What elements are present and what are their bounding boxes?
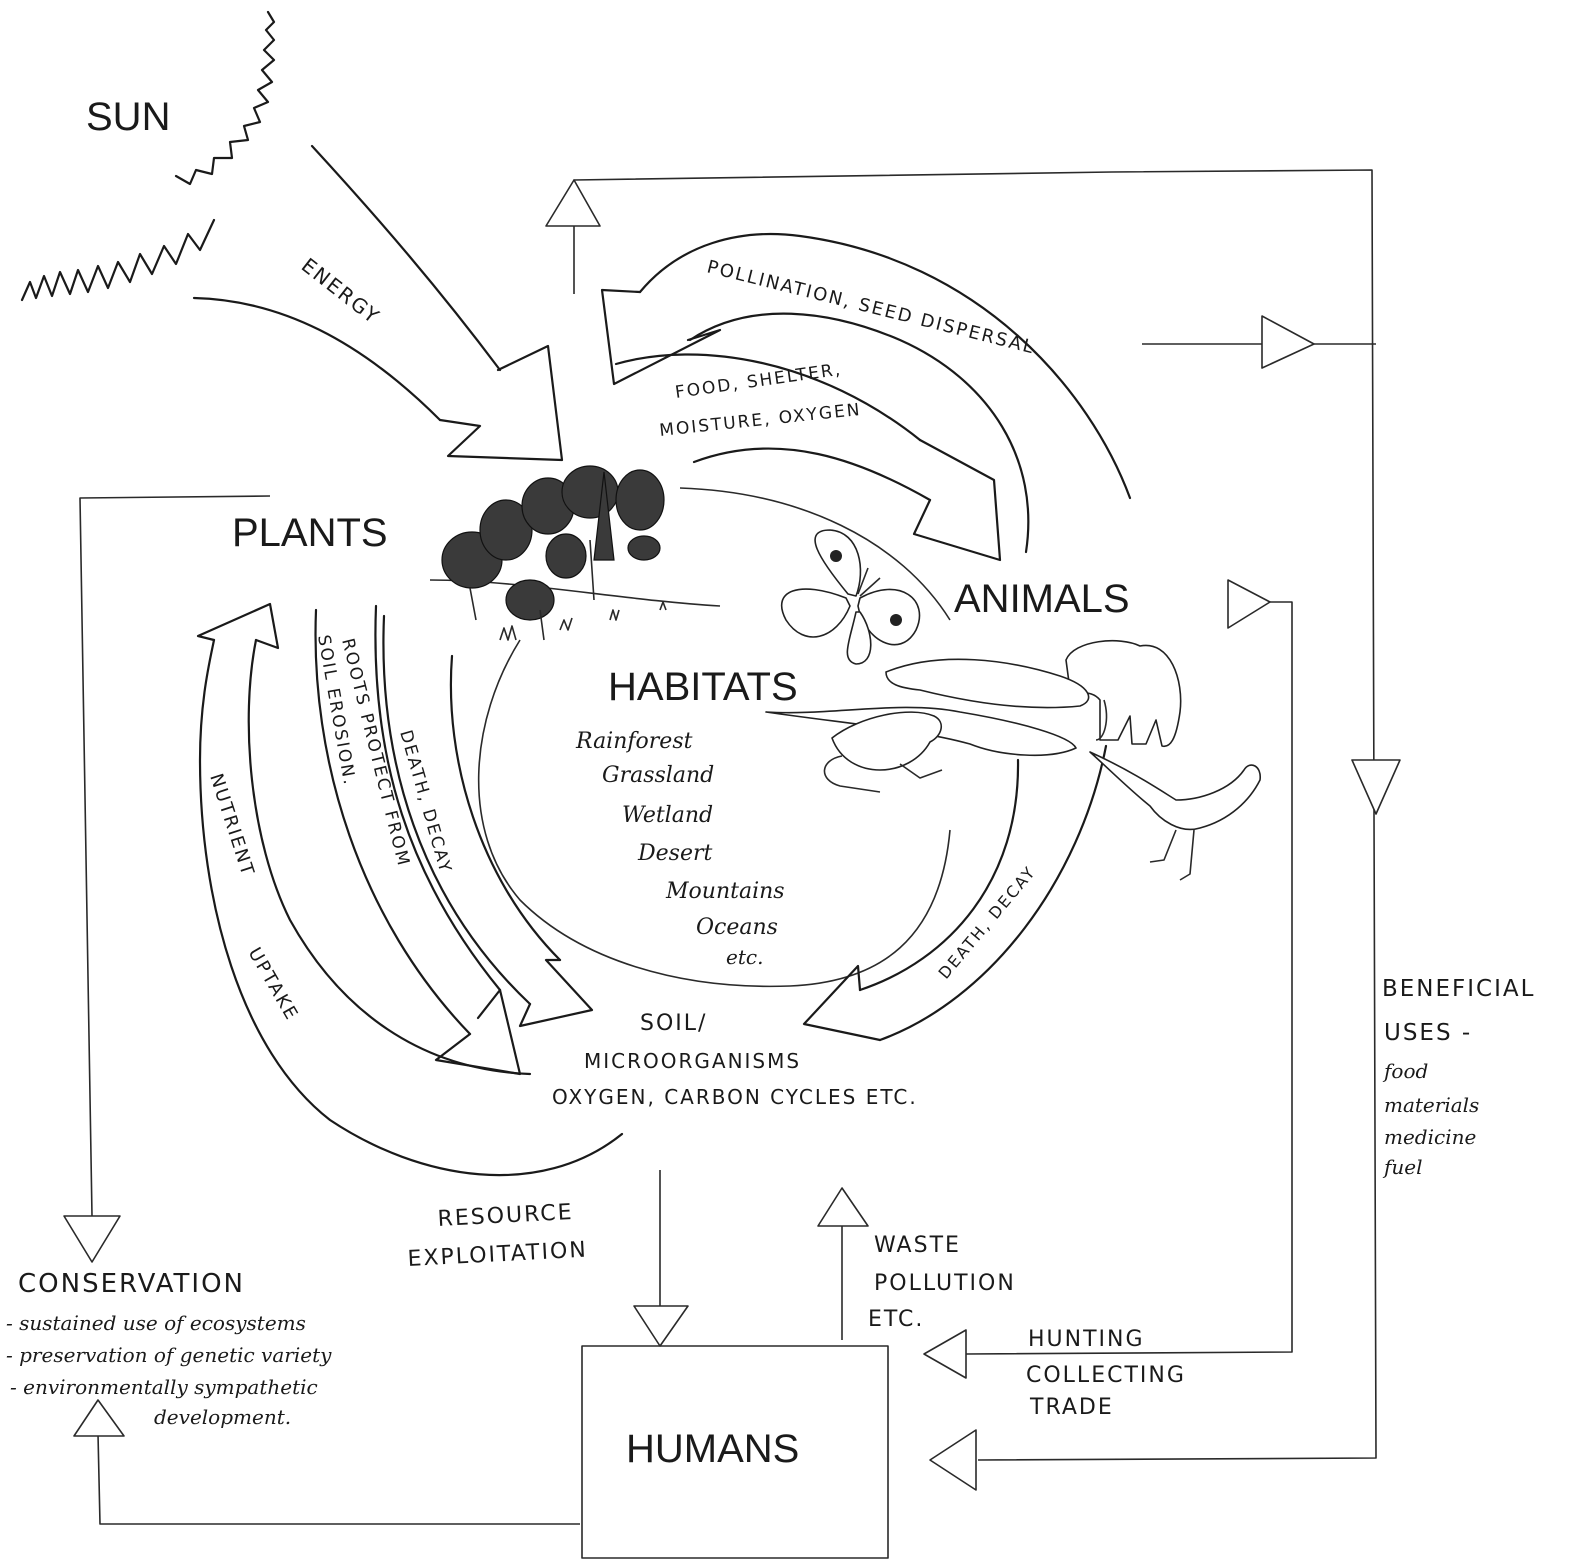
arrow-down-triangle — [1352, 760, 1400, 814]
svg-text:POLLUTION: POLLUTION — [874, 1271, 1016, 1296]
habitat-item: etc. — [726, 945, 763, 969]
humans-label: HUMANS — [626, 1427, 799, 1471]
beneficial-item: materials — [1384, 1093, 1479, 1117]
trees-illustration — [430, 466, 720, 640]
nutrient-label: NUTRIENT — [205, 771, 258, 880]
svg-text:WASTE: WASTE — [874, 1233, 961, 1258]
frog-illustration — [824, 712, 942, 792]
food-shelter-label: FOOD, SHELTER, MOISTURE, OXYGEN — [658, 360, 862, 441]
habitat-item: Grassland — [602, 763, 714, 788]
arrow-right-triangle — [1262, 316, 1314, 368]
beneficial-uses-label: BENEFICIAL USES - food materials medicin… — [1382, 976, 1535, 1179]
conservation-label-group: CONSERVATION - sustained use of ecosyste… — [6, 1269, 332, 1429]
conservation-item: - environmentally sympathetic — [10, 1375, 318, 1399]
conservation-item: - sustained use of ecosystems — [6, 1311, 306, 1335]
uptake-label: UPTAKE — [244, 944, 303, 1025]
soil-label: SOIL/ MICROORGANISMS OXYGEN, CARBON CYCL… — [552, 1011, 918, 1109]
hunting-label: HUNTING COLLECTING TRADE — [1026, 1327, 1186, 1420]
svg-text:POLLINATION, SEED DISPERSAL: POLLINATION, SEED DISPERSAL — [705, 256, 1037, 358]
sun-rays — [22, 12, 274, 300]
animals-label: ANIMALS — [954, 577, 1130, 621]
habitat-item: Oceans — [696, 915, 778, 940]
svg-text:OXYGEN, CARBON CYCLES ETC.: OXYGEN, CARBON CYCLES ETC. — [552, 1085, 918, 1109]
energy-arrow — [194, 146, 562, 460]
pollination-label: POLLINATION, SEED DISPERSAL — [705, 256, 1037, 358]
habitats-label: HABITATS — [608, 665, 798, 709]
habitat-item: Mountains — [665, 879, 785, 904]
arrow-up-triangle — [546, 180, 600, 226]
arrow-up-triangle-conservation — [74, 1400, 124, 1436]
beneficial-item: food — [1382, 1059, 1428, 1083]
sun-label: SUN — [86, 95, 170, 139]
svg-text:MOISTURE, OXYGEN: MOISTURE, OXYGEN — [658, 400, 862, 441]
habitat-item: Desert — [637, 841, 712, 866]
svg-text:FOOD, SHELTER,: FOOD, SHELTER, — [674, 360, 843, 403]
death-decay-right-arrow — [804, 746, 1106, 1040]
habitat-item: Rainforest — [575, 729, 693, 754]
conservation-item: development. — [154, 1405, 291, 1429]
waste-pollution-label: WASTE POLLUTION ETC. — [868, 1233, 1016, 1332]
death-decay-right-label: DEATH, DECAY — [935, 862, 1040, 982]
waste-arrow — [818, 1188, 868, 1340]
arrow-down-triangle-conservation — [64, 1216, 120, 1262]
svg-text:HUNTING: HUNTING — [1028, 1327, 1145, 1352]
svg-text:ETC.: ETC. — [868, 1307, 924, 1332]
butterfly-illustration — [782, 530, 920, 664]
arrow-right-triangle-animals — [1228, 580, 1270, 628]
conservation-item: - preservation of genetic variety — [6, 1343, 332, 1367]
arrow-left-triangle-hunting — [924, 1330, 966, 1378]
svg-text:RESOURCE: RESOURCE — [437, 1200, 574, 1232]
svg-text:MICROORGANISMS: MICROORGANISMS — [584, 1049, 801, 1073]
svg-text:BENEFICIAL: BENEFICIAL — [1382, 976, 1535, 1002]
svg-text:SOIL/: SOIL/ — [640, 1011, 707, 1036]
resource-exploitation-label: RESOURCE EXPLOITATION — [407, 1200, 588, 1272]
roots-protect-label: ROOTS PROTECT FROM SOIL EROSION. — [313, 633, 413, 869]
svg-text:USES -: USES - — [1384, 1020, 1472, 1046]
bird-illustration — [1090, 752, 1260, 880]
svg-text:TRADE: TRADE — [1029, 1395, 1114, 1420]
beneficial-item: medicine — [1384, 1125, 1476, 1149]
conservation-label: CONSERVATION — [18, 1269, 245, 1299]
habitat-list: Rainforest Grassland Wetland Desert Moun… — [575, 729, 785, 969]
svg-text:EXPLOITATION: EXPLOITATION — [407, 1238, 588, 1272]
energy-label: ENERGY — [297, 253, 385, 329]
beneficial-item: fuel — [1382, 1155, 1423, 1179]
resource-exploitation-arrow — [634, 1170, 688, 1346]
svg-text:COLLECTING: COLLECTING — [1026, 1363, 1186, 1388]
arrow-left-triangle-trade — [930, 1430, 976, 1490]
plants-label: PLANTS — [232, 511, 388, 555]
habitat-item: Wetland — [622, 803, 713, 828]
